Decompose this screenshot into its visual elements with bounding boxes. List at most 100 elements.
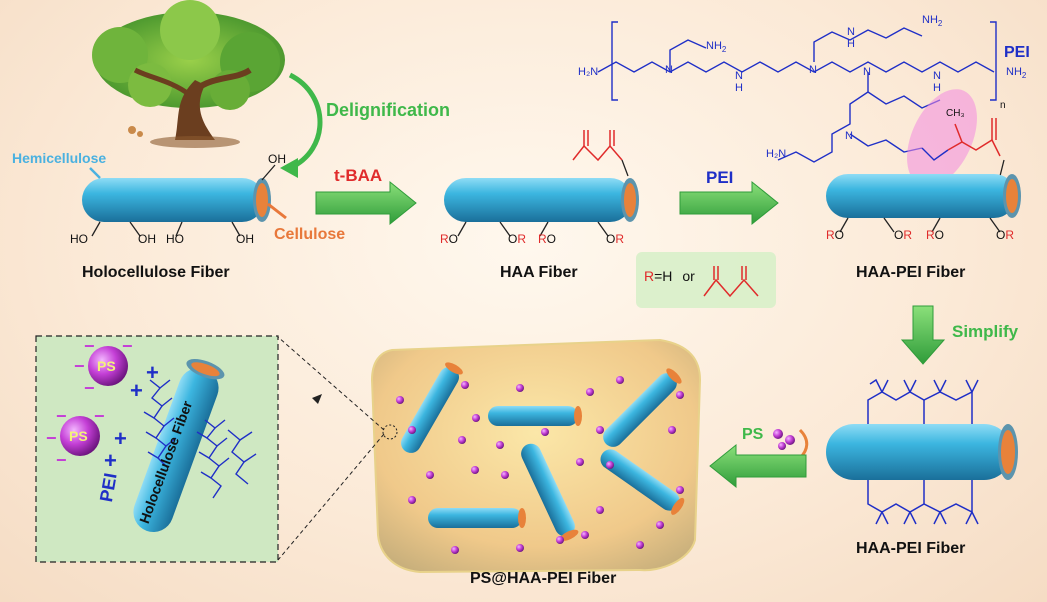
ro-haa-1: RO [440, 232, 458, 246]
nh-text: NH [922, 14, 938, 26]
oh-top: OH [268, 152, 286, 166]
minus-2: − [122, 336, 133, 356]
or-haa-1: OR [508, 232, 526, 246]
haa-pei-fiber [826, 174, 1021, 218]
delignification-arrow [288, 72, 323, 171]
o-char: O [894, 228, 904, 242]
nh2-b1: NH2 [706, 40, 726, 54]
simplified-pei-top [867, 378, 979, 424]
nh2-sub: 2 [1021, 71, 1027, 81]
nh2-b2: NH2 [922, 14, 942, 28]
minus-7: − [46, 428, 57, 448]
minus-6: − [94, 406, 105, 426]
h-text: H [847, 38, 855, 50]
n-3: N [863, 66, 871, 78]
minus-5: − [56, 406, 67, 426]
ho-1: HO [70, 232, 88, 246]
plus-4: + [104, 448, 117, 473]
haa-pei-fiber-label: HAA-PEI Fiber [856, 264, 966, 281]
ps-dot [778, 442, 786, 450]
h-text: H [735, 82, 743, 94]
r-char: R [538, 232, 547, 246]
inset-pointer-arrowhead [312, 394, 322, 404]
inset-panel [35, 335, 279, 563]
inset-pointer-2 [277, 433, 385, 561]
plus-2: + [130, 378, 143, 403]
r-symbol: R [644, 268, 655, 284]
o-char: O [834, 228, 845, 242]
o-char: O [508, 232, 518, 246]
o-char: O [546, 232, 557, 246]
simplify-arrow [900, 305, 946, 365]
minus-8: − [56, 450, 67, 470]
cellulose-label: Cellulose [274, 226, 346, 243]
holocellulose-fiber [82, 178, 271, 222]
enamine-ester [947, 118, 1001, 157]
ps-sphere-label-1: PS [97, 358, 116, 374]
ps-sphere-1 [88, 346, 128, 386]
enamine-highlight [907, 89, 977, 187]
nh2-right: NH2 [1006, 66, 1026, 80]
r-acetoacetyl [703, 266, 759, 298]
r-definition-box [636, 252, 776, 308]
r-or: or [682, 268, 695, 284]
h-text: H [933, 82, 941, 94]
ro-haa-2: RO [538, 232, 556, 246]
minus-1: − [84, 336, 95, 356]
r-char: R [826, 228, 835, 242]
ps-adsorption-arrow [709, 443, 807, 489]
n-4: N [845, 130, 853, 142]
or-hp-1: OR [894, 228, 912, 242]
hemicellulose-pointer [89, 167, 101, 179]
pei-arrow-label: PEI [706, 168, 734, 187]
nh2-sub: 2 [937, 19, 943, 29]
subscript-n: n [1000, 100, 1006, 111]
haa-pei-fiber-bottom-label: HAA-PEI Fiber [856, 540, 966, 557]
composite-label: PS@HAA-PEI Fiber [470, 570, 617, 587]
ho-2: HO [166, 232, 184, 246]
simplified-fiber [826, 424, 1018, 480]
n-text: N [847, 26, 855, 38]
simplified-pei-bottom [867, 480, 979, 525]
ps-dot [773, 429, 783, 439]
r-char: R [903, 228, 913, 242]
or-bonds-haapei [839, 217, 1001, 233]
or-bonds-haa [457, 221, 609, 237]
inset-pointer [277, 336, 385, 431]
tbaa-arrow [315, 180, 417, 226]
nh2-sub: 2 [721, 45, 727, 55]
r-char: R [615, 232, 625, 246]
pei-structure-label: PEI [1004, 44, 1030, 61]
h2n-left: H₂N [578, 66, 599, 78]
plus-3: + [114, 426, 127, 451]
r-char: R [440, 232, 449, 246]
oh-2: OH [236, 232, 254, 246]
o-char: O [606, 232, 616, 246]
ro-hp-1: RO [826, 228, 844, 242]
n-text: N [735, 70, 743, 82]
haa-fiber [444, 178, 639, 222]
plus-1: + [146, 360, 159, 385]
n-2: N [809, 64, 817, 76]
ps-dot [785, 435, 795, 445]
minus-3: − [74, 356, 85, 376]
oh-bonds [91, 164, 276, 237]
simplify-label: Simplify [952, 322, 1019, 341]
nh-text: NH [706, 40, 722, 52]
oh-1: OH [138, 232, 156, 246]
n-text: N [933, 70, 941, 82]
r-eq-h: =H [654, 268, 673, 284]
ps-curved-arrow [798, 428, 809, 460]
minus-4: − [84, 378, 95, 398]
pei-reaction-arrow [679, 180, 779, 226]
o-char: O [448, 232, 459, 246]
nh-text: NH [1006, 66, 1022, 78]
tree-illustration [92, 0, 285, 148]
composite-block [370, 338, 702, 574]
or-hp-2: OR [996, 228, 1014, 242]
r-char: R [926, 228, 935, 242]
